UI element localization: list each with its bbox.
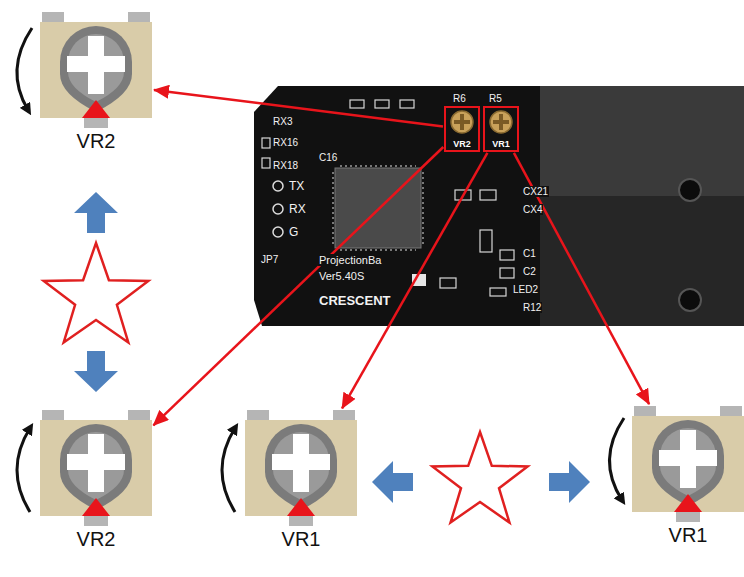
part-label: VR1 xyxy=(245,528,357,551)
silkscreen-label: RX18 xyxy=(272,160,299,171)
trimmer-icon xyxy=(40,12,152,128)
trimmer-node: VR2 xyxy=(40,12,152,153)
pcb-photo xyxy=(254,86,744,326)
part-label: VR2 xyxy=(40,528,152,551)
silkscreen-label: LED2 xyxy=(512,284,539,295)
silkscreen-label: CX21 xyxy=(522,186,549,197)
pointer-arrow xyxy=(514,153,649,404)
silkscreen-label: R6 xyxy=(452,93,467,104)
silkscreen-label: CX4 xyxy=(522,204,543,215)
silkscreen-label: RX3 xyxy=(272,116,293,127)
highlight-box: VR2 xyxy=(444,106,480,152)
silkscreen-label: R12 xyxy=(522,302,542,313)
silkscreen-label: C16 xyxy=(318,152,338,163)
trimmer-node: VR1 xyxy=(632,406,744,547)
part-label: VR2 xyxy=(40,130,152,153)
silkscreen-label: C2 xyxy=(522,266,537,277)
silkscreen-label: ProjectionBa xyxy=(318,254,382,266)
trimmer-icon xyxy=(245,410,357,526)
silkscreen-label: TX xyxy=(288,180,305,193)
trimmer-icon xyxy=(632,406,744,522)
trimmer-node: VR2 xyxy=(40,410,152,551)
trimmer-node: VR1 xyxy=(245,410,357,551)
pointer-arrow xyxy=(154,90,443,127)
star-symbol xyxy=(44,243,528,523)
silkscreen-label: JP7 xyxy=(260,254,279,265)
part-label: VR1 xyxy=(632,524,744,547)
highlight-box: VR1 xyxy=(483,106,519,152)
silkscreen-label: G xyxy=(288,226,299,239)
silkscreen-label: VR2 xyxy=(452,139,472,149)
silkscreen-label: RX xyxy=(288,203,307,216)
silkscreen-label: Ver5.40S xyxy=(318,270,365,282)
pointer-arrow xyxy=(153,147,443,425)
silkscreen-label: C1 xyxy=(522,248,537,259)
trimmer-icon xyxy=(40,410,152,526)
silkscreen-label: CRESCENT xyxy=(318,294,392,308)
silkscreen-label: VR1 xyxy=(491,139,511,149)
silkscreen-label: R5 xyxy=(488,93,503,104)
silkscreen-label: RX16 xyxy=(272,137,299,148)
